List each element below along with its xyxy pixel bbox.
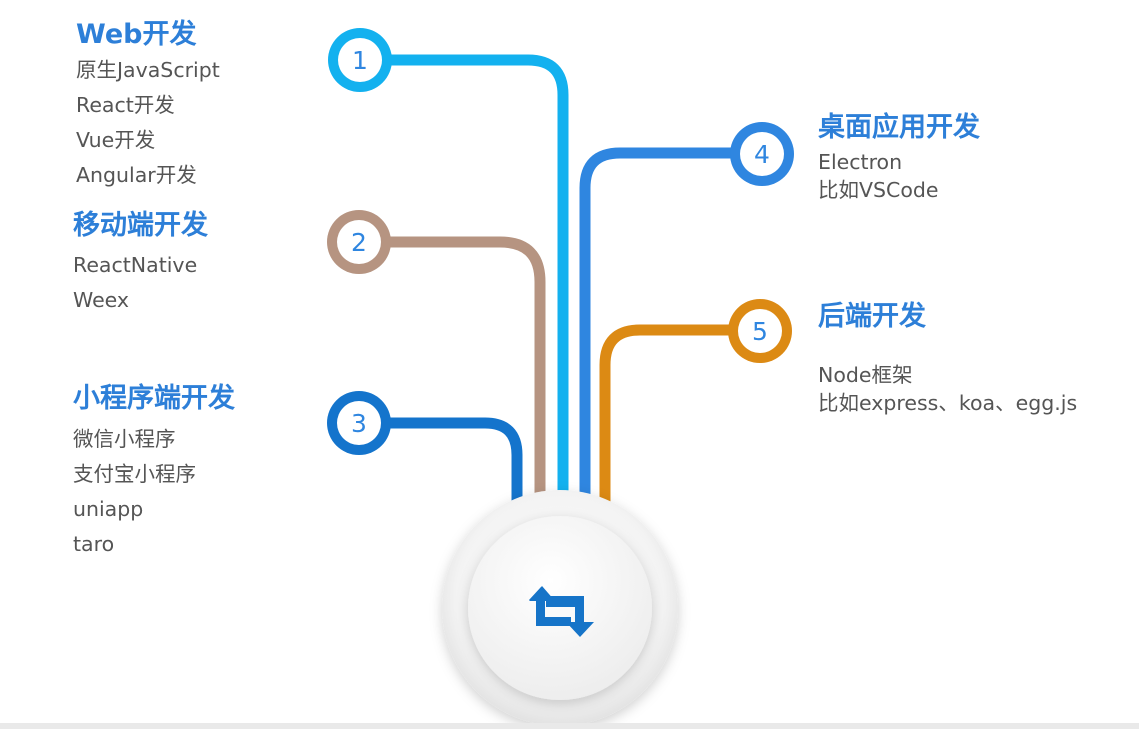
branch-items-web: 原生JavaScript React开发 Vue开发 Angular开发 [76,53,220,193]
number-badge-3: 3 [327,391,391,455]
badge-number: 3 [351,409,367,438]
branch-items-miniprogram: 微信小程序 支付宝小程序 uniapp taro [73,422,235,562]
badge-number: 4 [754,140,770,169]
connector-line-2 [375,236,546,505]
branch-title-web: Web开发 [76,19,197,50]
number-badge-5: 5 [728,299,792,363]
badge-disc [337,401,381,445]
number-badge-2: 2 [327,210,391,274]
branch-web: Web开发 原生JavaScript React开发 Vue开发 Angular… [76,19,220,193]
branch-title-mobile: 移动端开发 [73,210,208,241]
badge-disc [337,220,381,264]
list-item: Angular开发 [76,163,197,187]
branch-title-backend: 后端开发 [818,301,926,332]
list-item: 比如VSCode [818,178,939,202]
branch-title-miniprogram: 小程序端开发 [73,383,235,414]
badge-number: 1 [352,46,368,75]
branch-items-mobile: ReactNative Weex [73,248,208,318]
hub [442,490,678,726]
badge-number: 2 [351,228,367,257]
branch-backend: 后端开发 Node框架 比如express、koa、egg.js [818,301,1077,417]
list-item: Vue开发 [76,128,156,152]
connector-line-3 [375,417,523,510]
list-item: uniapp [73,497,144,521]
list-item: 比如express、koa、egg.js [818,391,1078,415]
hub-inner-disc [468,516,652,700]
badge-disc [338,38,382,82]
badge-disc [740,132,784,176]
list-item: taro [73,532,115,556]
number-badge-4: 4 [730,122,794,186]
connector-line-4 [579,147,752,505]
badge-number: 5 [752,317,768,346]
connector-line-1 [370,54,569,505]
list-item: Weex [73,288,130,312]
repeat-arrows-icon [529,586,594,637]
branch-items-desktop: Electron 比如VSCode [818,148,980,204]
number-badge-1: 1 [328,28,392,92]
connector-line-5 [599,324,752,510]
branch-title-desktop: 桌面应用开发 [818,112,980,143]
branch-desktop: 桌面应用开发 Electron 比如VSCode [818,112,980,204]
list-item: Electron [818,150,903,174]
badge-disc [738,309,782,353]
branch-miniprogram: 小程序端开发 微信小程序 支付宝小程序 uniapp taro [73,383,235,562]
list-item: 支付宝小程序 [73,462,196,486]
list-item: React开发 [76,93,175,117]
list-item: ReactNative [73,253,198,277]
footer-bar [0,723,1139,729]
list-item: Node框架 [818,363,913,387]
branch-mobile: 移动端开发 ReactNative Weex [73,210,208,318]
list-item: 微信小程序 [73,427,176,451]
branch-items-backend: Node框架 比如express、koa、egg.js [818,361,1077,417]
list-item: 原生JavaScript [76,58,220,82]
